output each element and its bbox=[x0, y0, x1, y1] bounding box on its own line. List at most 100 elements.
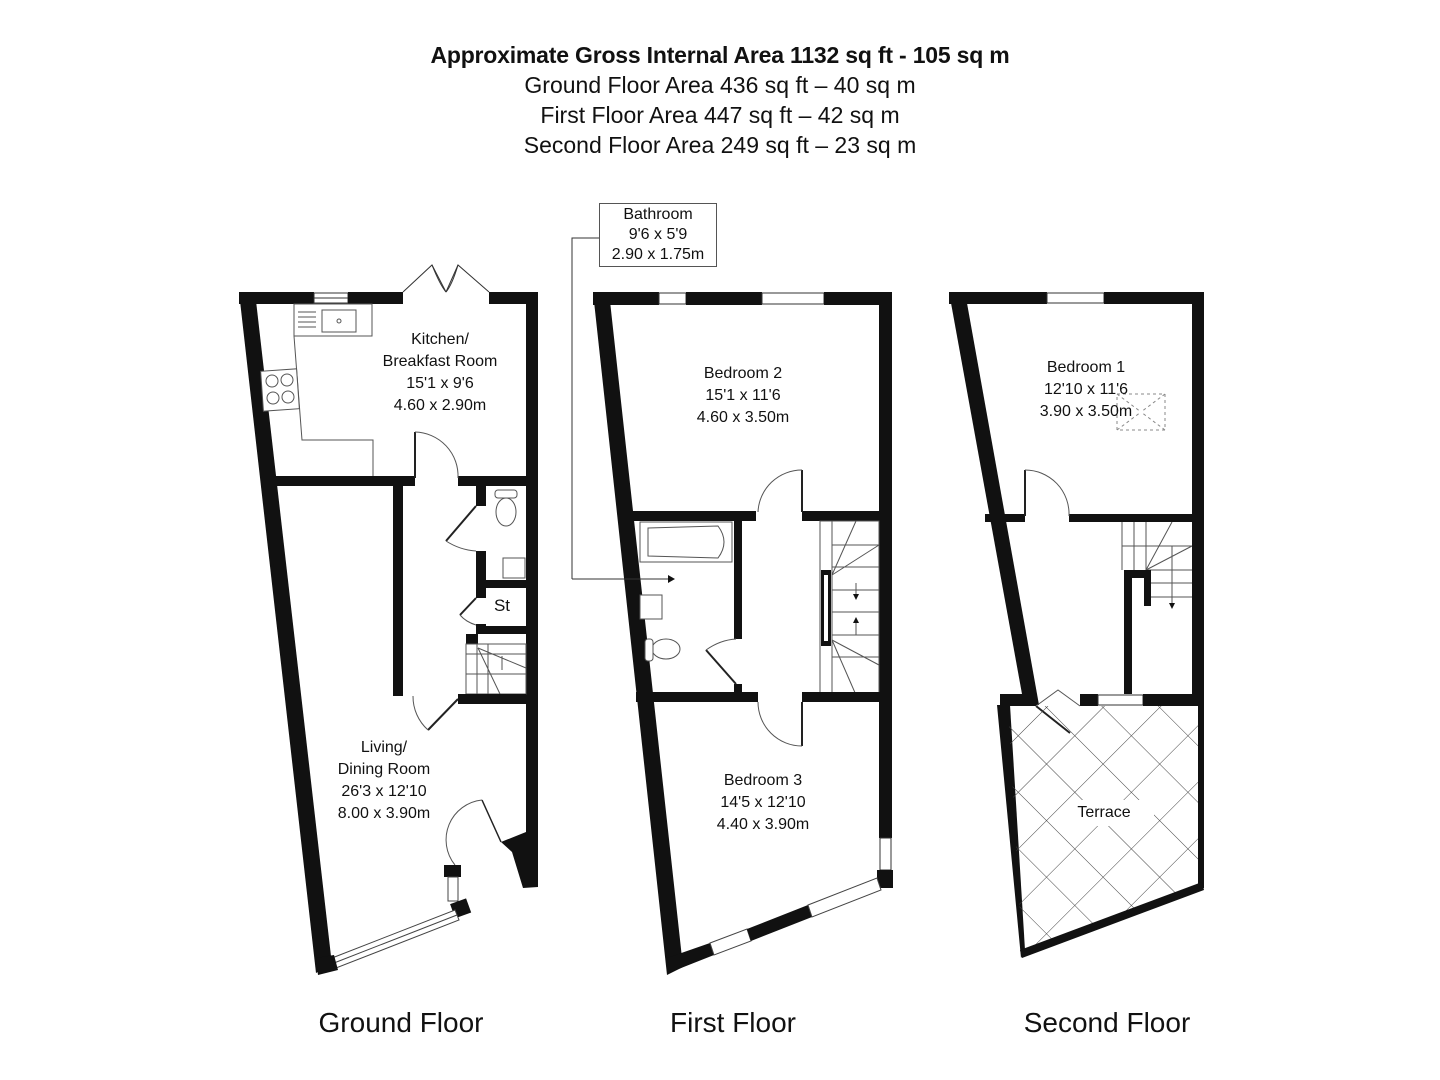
door bbox=[459, 597, 477, 616]
ground-floor-plan bbox=[239, 264, 538, 975]
room-name: Terrace bbox=[1077, 804, 1131, 821]
door bbox=[705, 649, 737, 685]
window bbox=[761, 292, 825, 305]
room-label-bedroom-2: Bedroom 2 15'1 x 11'6 4.60 x 3.50m bbox=[697, 363, 790, 429]
wall bbox=[1124, 570, 1146, 578]
room-name: Living/ bbox=[360, 739, 408, 756]
first-floor-plan bbox=[571, 237, 893, 975]
room-label-store: St bbox=[493, 596, 511, 615]
wall bbox=[292, 690, 300, 702]
room-label-bedroom-3: Bedroom 3 14'5 x 12'10 4.40 x 3.90m bbox=[717, 770, 810, 836]
ground-floor-area: Ground Floor Area 436 sq ft – 40 sq m bbox=[524, 72, 916, 98]
room-dimensions-imperial: 15'1 x 11'6 bbox=[705, 387, 781, 404]
gross-internal-area-title: Approximate Gross Internal Area 1132 sq … bbox=[430, 42, 1010, 68]
front-door-swing bbox=[445, 799, 483, 866]
wall bbox=[526, 292, 538, 887]
wall bbox=[476, 551, 486, 583]
toilet-icon bbox=[651, 638, 681, 660]
room-name: Breakfast Room bbox=[382, 353, 498, 370]
room-label-terrace: Terrace bbox=[1077, 802, 1130, 824]
floor-label-second: Second Floor bbox=[1023, 1007, 1191, 1038]
sink-icon bbox=[321, 309, 357, 333]
wall bbox=[734, 521, 742, 639]
wall bbox=[1104, 292, 1204, 304]
hob-ring bbox=[281, 390, 295, 404]
wall bbox=[476, 588, 486, 598]
wall bbox=[824, 292, 892, 305]
toilet-icon bbox=[495, 497, 517, 527]
wall bbox=[501, 832, 538, 888]
room-name: Kitchen/ bbox=[411, 331, 469, 348]
room-label-bathroom: Bathroom 9'6 x 5'9 2.90 x 1.75m bbox=[599, 203, 717, 267]
wall bbox=[949, 292, 1039, 705]
staircase bbox=[465, 643, 527, 695]
room-dimensions-metric: 2.90 x 1.75m bbox=[611, 246, 705, 263]
staircase bbox=[1121, 521, 1193, 603]
wall bbox=[802, 511, 892, 521]
wall bbox=[1020, 882, 1204, 958]
wall bbox=[747, 905, 812, 941]
room-dimensions-imperial: 26'3 x 12'10 bbox=[341, 783, 427, 800]
french-doors bbox=[402, 264, 447, 293]
wall bbox=[1198, 706, 1204, 888]
wall bbox=[1000, 694, 1036, 706]
wall bbox=[1124, 570, 1132, 694]
door bbox=[445, 505, 477, 542]
skylight-icon bbox=[1116, 393, 1166, 431]
wall bbox=[949, 292, 1047, 304]
wall bbox=[997, 705, 1025, 958]
hob-icon bbox=[260, 368, 300, 412]
room-dimensions-imperial: 15'1 x 9'6 bbox=[406, 375, 474, 392]
room-name: Bedroom 3 bbox=[723, 772, 803, 789]
window bbox=[879, 837, 892, 871]
window bbox=[1046, 292, 1105, 304]
wall bbox=[1143, 694, 1204, 706]
wall bbox=[444, 865, 461, 877]
floor-label-ground: Ground Floor bbox=[318, 1007, 484, 1038]
bath-icon bbox=[639, 521, 733, 563]
basin-icon bbox=[639, 594, 663, 620]
wall bbox=[393, 486, 403, 696]
second-floor-plan bbox=[949, 292, 1204, 958]
wall bbox=[877, 870, 893, 888]
hob-ring bbox=[265, 374, 279, 388]
room-dimensions-metric: 8.00 x 3.90m bbox=[337, 805, 431, 822]
wall bbox=[985, 514, 1025, 522]
wall bbox=[466, 634, 478, 644]
room-label-bedroom-1: Bedroom 1 12'10 x 11'6 3.90 x 3.50m bbox=[1040, 357, 1133, 423]
room-label-kitchen: Kitchen/ Breakfast Room 15'1 x 9'6 4.60 … bbox=[383, 329, 498, 417]
wall bbox=[636, 692, 758, 702]
room-name: Bedroom 2 bbox=[703, 365, 783, 382]
second-floor-area: Second Floor Area 249 sq ft – 23 sq m bbox=[523, 132, 917, 158]
area-summary: Approximate Gross Internal Area 1132 sq … bbox=[0, 40, 1440, 160]
wall bbox=[239, 292, 314, 304]
terrace-paving bbox=[1008, 706, 1202, 952]
room-name: Bedroom 1 bbox=[1046, 359, 1126, 376]
wall bbox=[476, 580, 526, 588]
room-name: Dining Room bbox=[337, 761, 431, 778]
window bbox=[709, 928, 752, 956]
window bbox=[447, 876, 459, 902]
room-dimensions-imperial: 9'6 x 5'9 bbox=[628, 226, 688, 243]
wall bbox=[476, 486, 486, 506]
room-name: Bathroom bbox=[623, 206, 693, 223]
wall bbox=[348, 292, 403, 304]
wall bbox=[1192, 292, 1204, 706]
wall bbox=[262, 476, 415, 486]
wall bbox=[667, 943, 714, 972]
wall bbox=[628, 511, 756, 521]
room-dimensions-imperial: 14'5 x 12'10 bbox=[720, 794, 806, 811]
hob-ring bbox=[280, 373, 294, 387]
room-dimensions-metric: 4.60 x 2.90m bbox=[393, 397, 487, 414]
wall bbox=[239, 292, 332, 973]
room-dimensions-metric: 4.60 x 3.50m bbox=[696, 409, 790, 426]
room-label-living: Living/ Dining Room 26'3 x 12'10 8.00 x … bbox=[338, 737, 431, 825]
wall bbox=[1080, 694, 1098, 706]
wall bbox=[489, 292, 538, 304]
wall bbox=[879, 292, 892, 838]
basin-icon bbox=[502, 557, 526, 579]
wall bbox=[686, 292, 762, 305]
room-dimensions-metric: 4.40 x 3.90m bbox=[716, 816, 810, 833]
door bbox=[427, 698, 459, 731]
